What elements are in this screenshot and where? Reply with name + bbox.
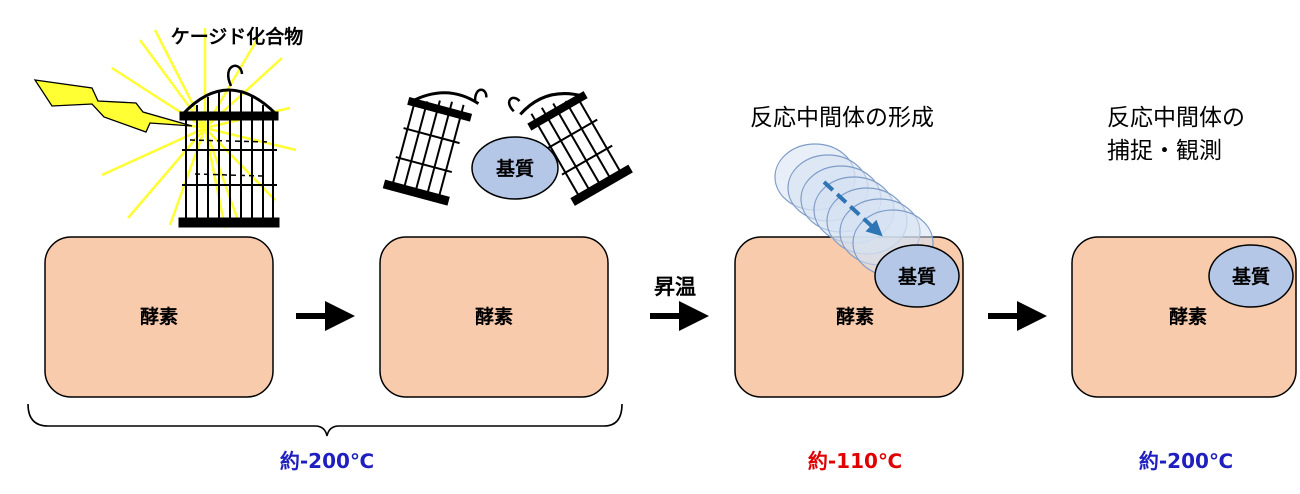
substrate-label-2: 基質 xyxy=(897,265,936,288)
temp-label-3: 約-200℃ xyxy=(1139,449,1233,473)
enzyme-label-3: 酵素 xyxy=(836,305,874,328)
caged-compound-label: ケージド化合物 xyxy=(171,25,304,48)
motion-arrow xyxy=(822,180,883,237)
intermediate-formation-label: 反応中間体の形成 xyxy=(750,105,934,131)
substrate-label-3: 基質 xyxy=(1231,265,1270,288)
substrate-2 xyxy=(874,244,960,308)
enzyme-box-2 xyxy=(379,236,609,398)
substrate-label-1: 基質 xyxy=(495,157,534,180)
cage-half-right-icon xyxy=(507,91,633,206)
enzyme-label-2: 酵素 xyxy=(475,305,513,328)
lightning-bolt-icon xyxy=(33,79,193,133)
capture-label-line1: 反応中間体の xyxy=(1107,105,1245,131)
substrate-3 xyxy=(1208,244,1294,308)
bracket xyxy=(27,403,623,437)
heating-label: 昇温 xyxy=(654,275,696,299)
temp-label-1: 約-200℃ xyxy=(280,449,374,473)
cage-closed-icon xyxy=(178,64,280,228)
substrate-1 xyxy=(471,136,559,200)
enzyme-box-1 xyxy=(44,236,274,398)
enzyme-label-1: 酵素 xyxy=(140,305,178,328)
enzyme-label-4: 酵素 xyxy=(1169,305,1207,328)
cage-half-left-icon xyxy=(382,88,488,206)
temp-label-2: 約-110℃ xyxy=(808,449,902,473)
capture-label-line2: 捕捉・観測 xyxy=(1107,138,1222,164)
